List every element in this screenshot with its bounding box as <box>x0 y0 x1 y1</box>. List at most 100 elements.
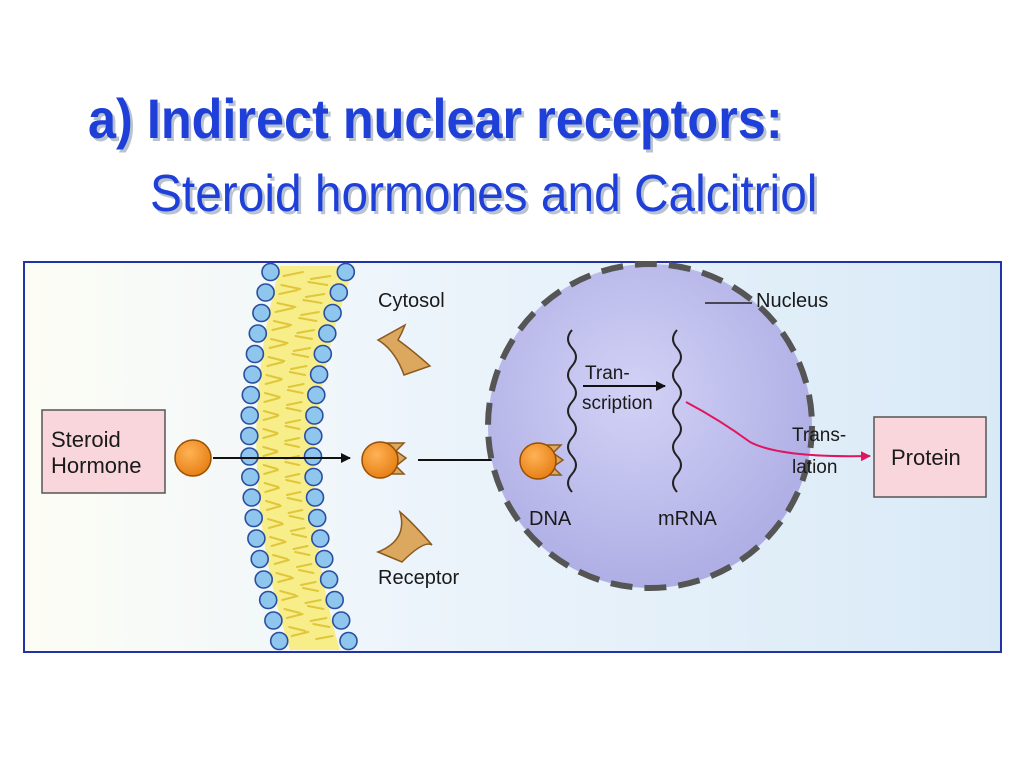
lipid-heads <box>240 262 358 651</box>
lipid-head-inner <box>304 467 323 487</box>
lipid-head-inner <box>325 590 345 610</box>
lipid-tail <box>300 581 317 586</box>
lipid-tail <box>298 317 318 322</box>
lipid-tail <box>297 569 315 574</box>
lipid-tail <box>262 433 279 439</box>
lipid-tail <box>276 302 297 308</box>
lipid-tail <box>272 320 293 326</box>
lipid-tail <box>286 389 304 394</box>
transcription-label-2: scription <box>582 393 653 414</box>
lipid-head-outer <box>250 549 270 569</box>
lipid-tail <box>262 446 279 452</box>
lipid-head-outer <box>269 631 289 651</box>
protein-label: Protein <box>891 445 961 470</box>
lipid-tail <box>265 505 282 511</box>
lipid-tail <box>262 410 280 416</box>
dna-label: DNA <box>529 508 572 530</box>
lipid-tail <box>285 491 302 496</box>
lipid-tail <box>284 473 301 478</box>
lipid-tail <box>275 572 292 578</box>
lipid-tail <box>263 469 279 475</box>
lipid-tail <box>262 415 279 421</box>
lipid-tail <box>265 500 281 506</box>
lipid-head-outer <box>247 529 266 548</box>
lipid-tail <box>287 509 304 514</box>
lipid-tail <box>268 343 287 349</box>
lipid-tail <box>304 599 322 604</box>
lipid-head-outer <box>248 324 268 343</box>
lipid-tail <box>270 541 287 547</box>
lipid-head-inner <box>329 283 349 302</box>
lipid-head-inner <box>309 365 329 384</box>
lipid-tail <box>289 527 306 532</box>
cytosol-label: Cytosol <box>378 290 445 312</box>
lipid-tail <box>264 487 280 493</box>
translation-label-2: lation <box>792 457 837 478</box>
lipid-tail <box>291 353 310 358</box>
lipid-head-inner <box>303 426 323 446</box>
lipid-head-outer <box>240 447 259 466</box>
lipid-tail <box>280 284 302 290</box>
lipid-head-outer <box>240 406 259 425</box>
lipid-head-outer <box>256 283 275 302</box>
lipid-tail <box>264 379 282 385</box>
lipid-tail <box>278 289 299 295</box>
lipid-head-inner <box>313 344 333 364</box>
lipid-tail <box>304 293 326 298</box>
lipid-tail <box>315 635 334 640</box>
lipid-tail <box>285 613 304 619</box>
steroid-label: Steroid <box>51 427 121 452</box>
lipid-tail <box>270 338 289 344</box>
nucleus <box>485 261 815 591</box>
lipid-tail <box>262 451 279 457</box>
lipid-head-outer <box>241 385 261 405</box>
lipid-tail <box>284 461 301 466</box>
lipid-head-outer <box>254 570 274 589</box>
lipid-tail <box>272 554 289 560</box>
lipid-tail <box>294 335 313 340</box>
lipid-head-inner <box>306 385 326 405</box>
lipid-tail <box>281 595 299 601</box>
lipid-tail <box>282 271 304 277</box>
lipid-tail <box>285 407 302 412</box>
lipid-tail <box>284 443 300 448</box>
lipid-tail <box>302 587 320 592</box>
lipid-head-inner <box>336 262 356 282</box>
nucleus-label: Nucleus <box>756 290 828 312</box>
lipid-head-outer <box>261 262 280 282</box>
receptor-shape-lower <box>376 509 433 563</box>
lipid-tail <box>296 563 313 568</box>
lipid-head-inner <box>310 529 330 548</box>
mrna-label: mRNA <box>658 508 718 530</box>
lipid-tail <box>271 325 291 331</box>
lipid-tails <box>262 271 334 640</box>
lipid-tail <box>290 365 308 370</box>
lipid-tail <box>266 518 283 524</box>
slide-title: a) Indirect nuclear receptors: <box>88 87 783 150</box>
lipid-tail <box>290 631 310 637</box>
hormone-molecule <box>174 439 212 477</box>
lipid-head-inner <box>307 508 327 528</box>
lipid-tail <box>291 533 308 538</box>
lipid-tail <box>292 347 311 352</box>
lipid-tail <box>273 559 290 565</box>
lipid-tail <box>266 361 284 367</box>
lipid-tail <box>284 437 301 442</box>
translation-arrow <box>685 401 871 462</box>
lipid-head-outer <box>240 426 259 446</box>
lipid-head-inner <box>331 611 351 630</box>
lipid-tail <box>302 299 323 304</box>
lipid-head-outer <box>252 303 271 323</box>
lipid-head-outer <box>264 611 283 630</box>
lipid-head-outer <box>242 488 261 507</box>
hormone-label: Hormone <box>51 453 141 478</box>
lipid-tail <box>296 329 316 334</box>
hormone-receptor-complex-cytosol <box>361 441 408 479</box>
lipid-tail <box>309 275 332 280</box>
lipid-tail <box>264 392 281 398</box>
cell-membrane <box>240 262 358 651</box>
lipid-tail <box>286 497 303 502</box>
lipid-tail <box>288 515 305 520</box>
lipid-head-inner <box>319 570 339 589</box>
lipid-head-inner <box>314 549 334 569</box>
